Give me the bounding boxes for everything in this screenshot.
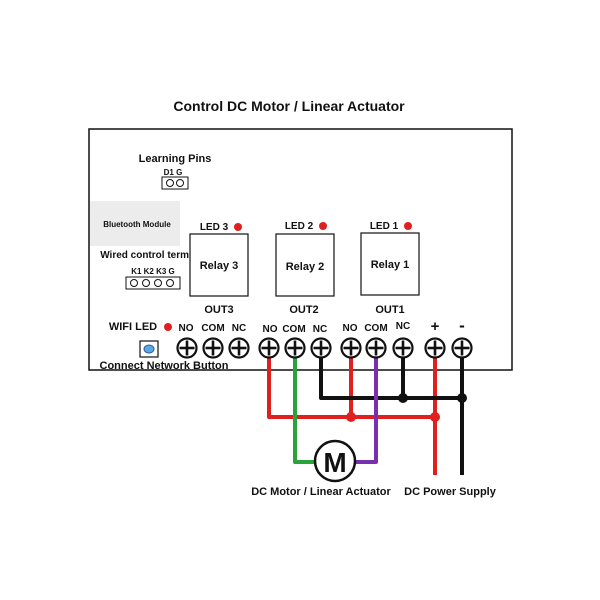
terminal-out1-nc — [392, 337, 414, 359]
wired-control-pin-names: K1 K2 K3 G — [131, 267, 175, 276]
terminal-label-out1-no: NO — [343, 323, 358, 334]
relay-3 — [189, 233, 249, 297]
relay-1 — [360, 232, 420, 296]
terminal-power-minus — [451, 337, 473, 359]
terminal-power-plus — [424, 337, 446, 359]
relay-1-label: Relay 1 — [371, 259, 410, 271]
bluetooth-module-label: Bluetooth Module — [103, 220, 171, 229]
wire-purple-motor — [355, 350, 378, 464]
terminal-label-out3-com: COM — [201, 323, 224, 334]
learning-pins-label: Learning Pins — [139, 153, 212, 165]
wire-black-bus — [319, 350, 462, 400]
led-2-indicator — [319, 222, 327, 230]
wifi-led-label: WIFI LED — [109, 321, 157, 333]
junction-dots — [346, 393, 467, 422]
terminal-label-out1-nc: NC — [396, 321, 410, 332]
led-2-label: LED 2 — [285, 221, 314, 232]
wire-green-motor — [293, 350, 316, 464]
terminal-out2-com — [284, 337, 306, 359]
terminal-label-power-plus: + — [431, 318, 440, 335]
power-supply-label: DC Power Supply — [404, 486, 497, 498]
connect-network-button-label: Connect Network Button — [100, 360, 229, 372]
terminal-label-out3-no: NO — [179, 323, 194, 334]
led-1-label: LED 1 — [370, 221, 399, 232]
screw-terminals — [176, 337, 473, 359]
bluetooth-module — [90, 201, 180, 246]
terminal-out3-no — [176, 337, 198, 359]
out3-label: OUT3 — [204, 304, 233, 316]
terminal-label-out3-nc: NC — [232, 323, 246, 334]
out1-label: OUT1 — [375, 304, 404, 316]
terminal-out2-no — [258, 337, 280, 359]
motor-label: DC Motor / Linear Actuator — [251, 486, 391, 498]
relay-2-label: Relay 2 — [286, 261, 325, 273]
out2-label: OUT2 — [289, 304, 318, 316]
terminal-out3-com — [202, 337, 224, 359]
led-3-indicator — [234, 223, 242, 231]
terminal-label-out2-no: NO — [263, 324, 278, 335]
terminal-out2-nc — [310, 337, 332, 359]
led-1-indicator — [404, 222, 412, 230]
terminal-label-out1-com: COM — [364, 323, 387, 334]
terminal-label-out2-nc: NC — [313, 324, 327, 335]
terminal-label-out2-com: COM — [282, 324, 305, 335]
motor-icon — [313, 439, 357, 483]
terminal-label-power-minus: - — [459, 316, 465, 335]
terminal-out1-com — [365, 337, 387, 359]
diagram-title: Control DC Motor / Linear Actuator — [173, 98, 405, 114]
wired-control-header — [125, 276, 181, 290]
relay-3-label: Relay 3 — [200, 260, 239, 272]
wifi-led-indicator — [164, 323, 172, 331]
terminal-out1-no — [340, 337, 362, 359]
connect-network-button — [139, 340, 159, 358]
wired-control-label: Wired control terminals — [100, 250, 212, 261]
terminal-out3-nc — [228, 337, 250, 359]
relay-2 — [275, 233, 335, 297]
led-3-label: LED 3 — [200, 222, 229, 233]
learning-pins-names: D1 G — [164, 168, 183, 177]
wire-red-bus — [267, 350, 435, 419]
learning-pin-header — [161, 176, 189, 190]
motor-symbol: M — [323, 447, 346, 478]
